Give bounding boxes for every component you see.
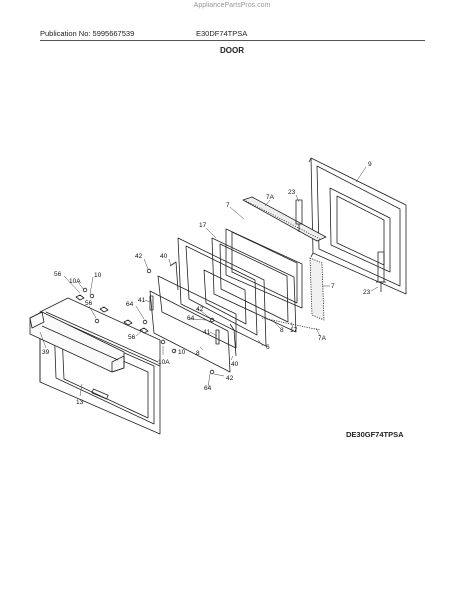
callout-7-right: 7	[331, 283, 335, 290]
callout-10A-upper: 10A	[69, 278, 81, 285]
callout-56-middle: 56	[85, 300, 93, 307]
callout-40-lower: 40	[231, 361, 239, 368]
inner-door-liner	[308, 157, 407, 295]
callout-10-upper: 10	[94, 272, 102, 279]
leader-lines	[39, 166, 379, 397]
model-number: E30DF74TPSA	[196, 29, 248, 38]
callout-13: 13	[76, 399, 84, 406]
door-fasteners	[75, 294, 149, 334]
callout-64-upper: 64	[126, 301, 134, 308]
callout-7A-top: 7A	[266, 194, 275, 201]
callout-39: 39	[42, 349, 50, 356]
callout-42-middle: 42	[196, 306, 204, 313]
callout-7A-bottom: 7A	[318, 335, 327, 342]
insulation-strip-bottom	[261, 317, 321, 331]
inner-frame	[177, 237, 267, 347]
callout-8-right: 8	[280, 327, 284, 334]
callout-23-upper: 23	[288, 189, 296, 196]
bracket-center	[215, 329, 220, 345]
callouts: 9 23 7A 7 17 7 23 42 40 56 10A 10 56 64 …	[42, 161, 372, 406]
section-title: DOOR	[220, 46, 244, 55]
callout-41-left: 41	[138, 297, 146, 304]
callout-42-lower: 42	[226, 375, 234, 382]
insulation-strip-top	[242, 196, 327, 242]
watermark: AppliancePartsPros.com	[193, 2, 271, 9]
callout-7-top: 7	[226, 202, 230, 209]
callout-6: 6	[266, 344, 270, 351]
hinge-upper	[295, 199, 303, 232]
hinge-arm-lower	[229, 323, 237, 357]
screws	[82, 268, 215, 375]
callout-17-lower: 17	[290, 327, 298, 334]
glass-frame	[211, 237, 297, 333]
header-rule	[40, 40, 425, 41]
callout-23-lower: 23	[363, 289, 371, 296]
diagram-code: DE30GF74TPSA	[346, 430, 404, 439]
callout-17-upper: 17	[199, 222, 207, 229]
callout-10-lower: 10	[178, 349, 186, 356]
callout-64-lower: 64	[204, 385, 212, 392]
callout-56-upper: 56	[54, 271, 62, 278]
door-handle	[29, 311, 125, 373]
hinge-lower	[376, 251, 386, 292]
publication-number: Publication No: 5995667539	[40, 29, 135, 38]
callout-8-center: 8	[196, 350, 200, 357]
insulation-pad	[309, 257, 325, 321]
bracket-left	[149, 295, 154, 311]
glass-panel-rear	[225, 228, 303, 309]
front-glass-panel	[149, 275, 237, 373]
callout-64-middle: 64	[187, 315, 195, 322]
callout-42-upper: 42	[135, 253, 143, 260]
callout-40-upper: 40	[160, 253, 168, 260]
hinge-arm-upper	[169, 261, 179, 291]
callout-56-lower: 56	[128, 334, 136, 341]
outer-door-panel	[39, 297, 161, 435]
callout-10A-lower: 10A	[158, 359, 170, 366]
callout-9: 9	[368, 161, 372, 168]
callout-41-center: 41	[203, 329, 211, 336]
